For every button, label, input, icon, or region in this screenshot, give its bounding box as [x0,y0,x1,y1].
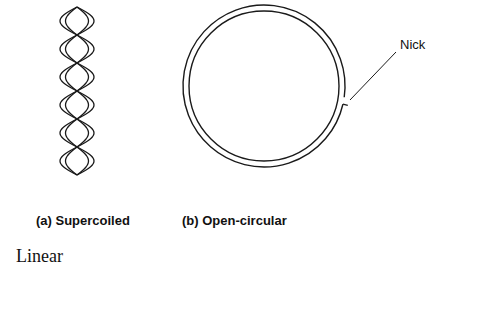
leader-line [350,52,396,100]
supercoil-strand [66,7,89,175]
callout-label: Nick [400,38,425,52]
caption-label: (a) Supercoiled [36,214,130,228]
outer-strand [183,5,345,167]
inner-strand [189,11,339,161]
supercoil-strand [66,7,89,175]
supercoil-strand [60,7,94,175]
caption-label: Linear [16,247,63,267]
supercoil-strand [60,7,94,175]
caption-label: (b) Open-circular [182,214,287,228]
nick-mark [343,104,348,105]
